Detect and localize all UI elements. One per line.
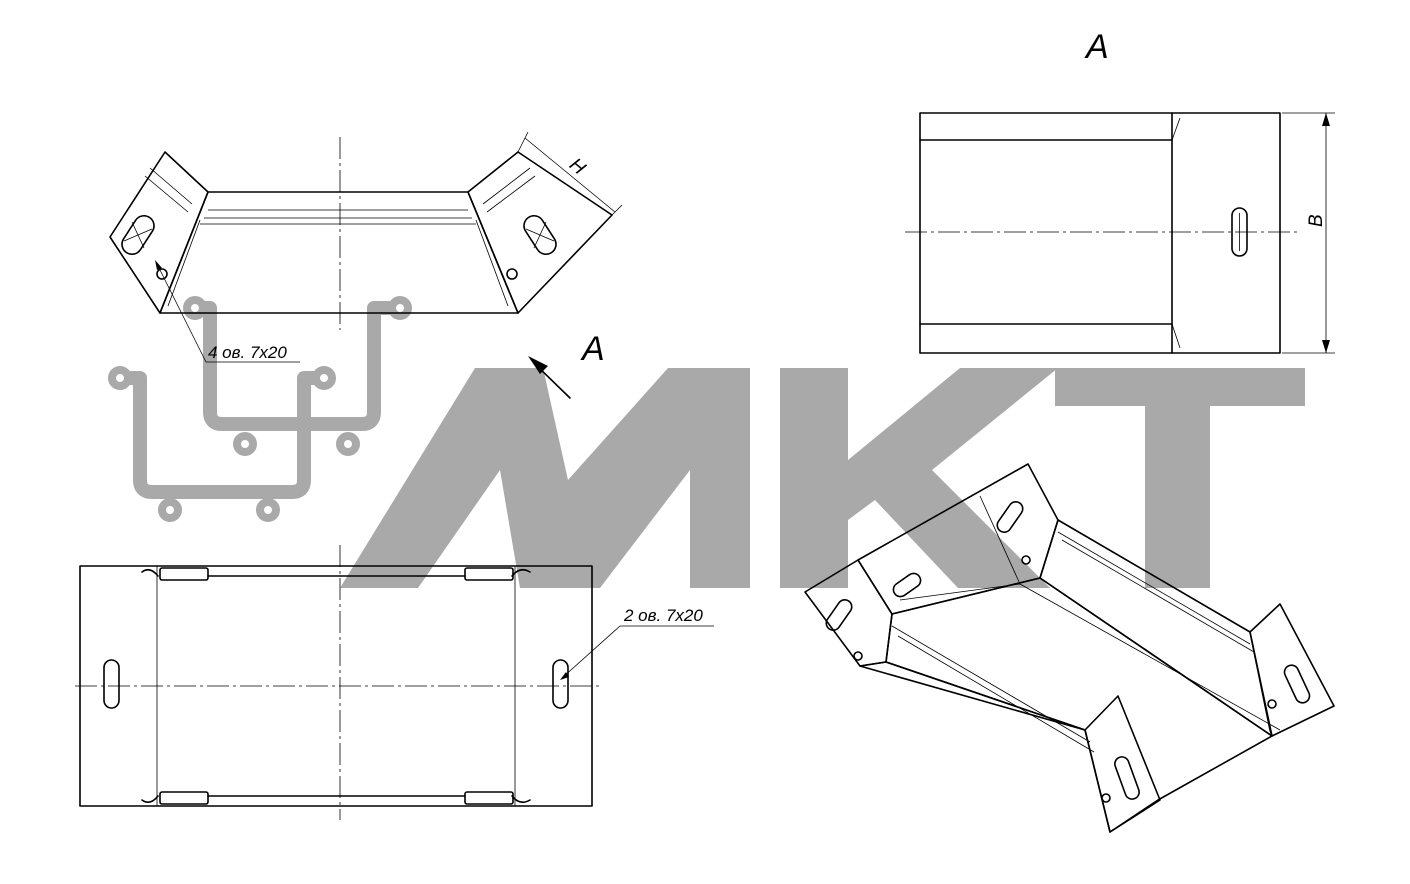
- oval-slot-right: [523, 214, 557, 256]
- watermark-logo-icon: [108, 296, 412, 522]
- dimension-b: B: [1282, 112, 1335, 354]
- dim-b-label: B: [1306, 214, 1327, 227]
- view-arrow-a: A: [528, 330, 605, 399]
- view-arrow-a-label: A: [580, 330, 605, 368]
- front-view: H 4 ов. 7х20 A: [109, 131, 623, 399]
- view-a-title: A: [1084, 28, 1109, 66]
- callout-bottom-label: 2 ов. 7х20: [623, 606, 703, 625]
- oval-slot-plan-left: [103, 659, 120, 709]
- dimension-h: H: [517, 131, 623, 216]
- oval-slot-left: [121, 214, 155, 256]
- watermark: [108, 296, 1305, 588]
- watermark-letter-k: [780, 368, 1058, 588]
- watermark-letter-m: [340, 368, 750, 588]
- oval-slot-plan-right: [552, 659, 569, 709]
- dim-h-label: H: [565, 154, 589, 179]
- isometric-view: [804, 463, 1335, 833]
- callout-top: 4 ов. 7х20: [155, 260, 300, 363]
- watermark-letters: [340, 368, 1305, 588]
- callout-top-label: 4 ов. 7х20: [208, 343, 287, 362]
- plan-view: 2 ов. 7х20: [75, 545, 714, 820]
- view-a: A B: [905, 28, 1335, 354]
- oval-slot-view-a: [1231, 207, 1248, 257]
- watermark-letter-t: [1055, 368, 1305, 588]
- callout-bottom: 2 ов. 7х20: [560, 606, 714, 680]
